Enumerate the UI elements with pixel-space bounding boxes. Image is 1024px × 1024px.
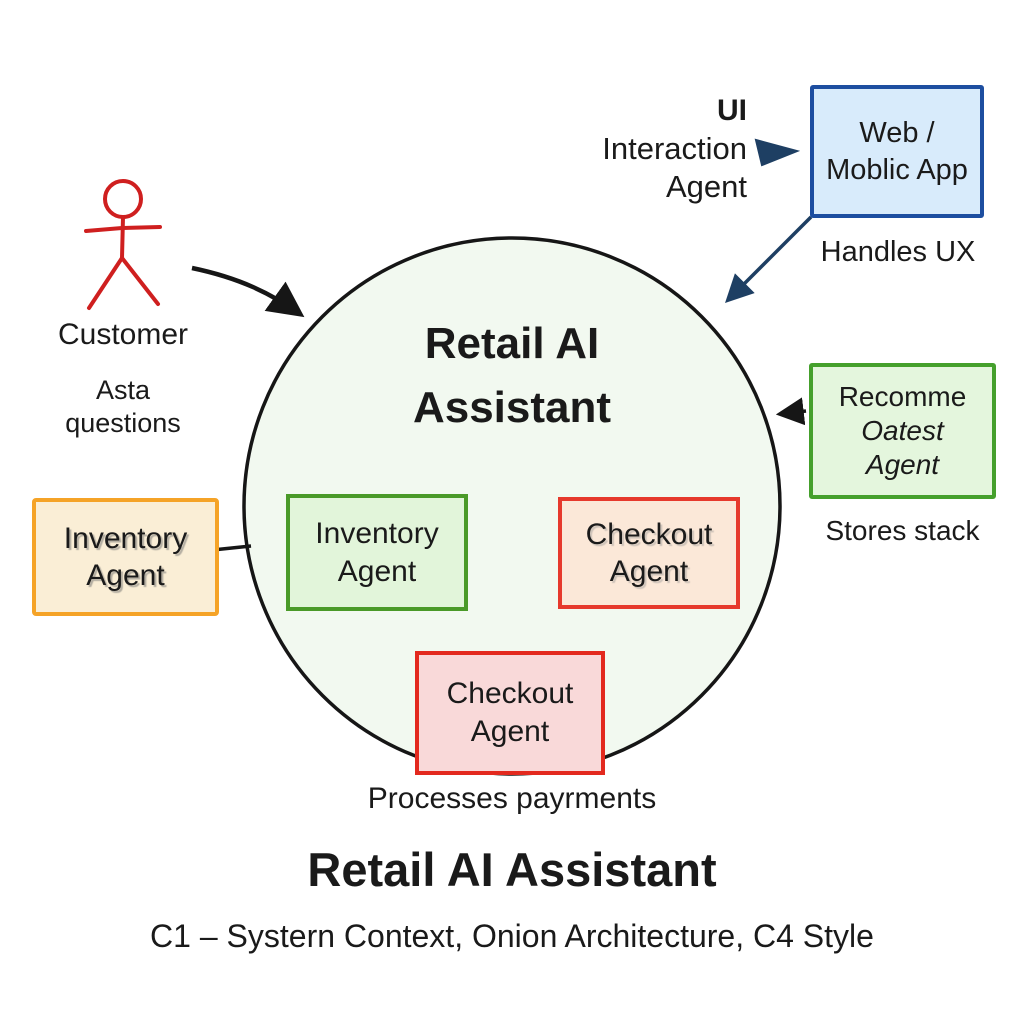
bottom-checkout-agent-box: Checkout Agent	[415, 651, 605, 775]
bottom-checkout-line1: Checkout	[446, 677, 574, 710]
web-app-line2: Moblic App	[826, 153, 968, 186]
ui-interaction-agent-label: UI Interaction Agent	[545, 92, 747, 206]
web-mobile-app-box: Web / Moblic App	[810, 85, 984, 218]
inner-checkout-agent-box: Checkout Agent	[558, 497, 740, 609]
processes-payments-caption: Processes payrments	[367, 782, 657, 815]
handles-ux-caption: Handles UX	[820, 236, 976, 268]
recommendation-agent-box: Recomme Oatest Agent	[809, 363, 996, 499]
inner-inventory-agent-box: Inventory Agent	[286, 494, 468, 611]
diagram-subtitle: C1 – Systern Context, Onion Architecture…	[150, 918, 874, 954]
inner-inventory-line2: Agent	[337, 554, 417, 588]
customer-note-line1: Asta	[95, 375, 151, 405]
bottom-checkout-line2: Agent	[470, 715, 550, 748]
recommendation-to-system-arrow	[775, 397, 807, 426]
customer-to-system-arrow	[191, 265, 305, 318]
stores-stack-caption: Stores stack	[825, 515, 980, 546]
recommendation-line2: Oatest	[861, 415, 944, 446]
inner-checkout-line1: Checkout	[585, 518, 713, 551]
ui-agent-to-webapp-arrow	[754, 138, 801, 167]
circle-title-line2: Assistant	[412, 383, 612, 432]
inner-inventory-line1: Inventory	[315, 516, 439, 550]
customer-note: Asta questions	[40, 374, 206, 440]
outer-inventory-agent-box: Inventory Agent	[32, 498, 219, 616]
ui-label-line2: Interaction	[602, 131, 747, 166]
customer-label: Customer	[57, 318, 189, 351]
customer-stick-figure-icon	[84, 179, 162, 310]
ui-label-line1: UI	[717, 94, 747, 127]
recommendation-line3: Agent	[865, 449, 940, 480]
web-app-line1: Web /	[859, 116, 935, 149]
outer-inventory-line1: Inventory	[63, 522, 188, 555]
ui-label-line3: Agent	[665, 169, 747, 204]
webapp-to-system-arrow	[725, 215, 813, 303]
recommendation-line1: Recomme	[838, 381, 967, 412]
circle-title-line1: Retail AI	[424, 319, 600, 368]
diagram-title: Retail AI Assistant	[307, 843, 717, 896]
outer-inventory-line2: Agent	[86, 559, 165, 592]
system-circle-title: Retail AI Assistant	[352, 312, 672, 440]
inner-checkout-line2: Agent	[609, 555, 689, 588]
customer-note-line2: questions	[65, 408, 181, 438]
